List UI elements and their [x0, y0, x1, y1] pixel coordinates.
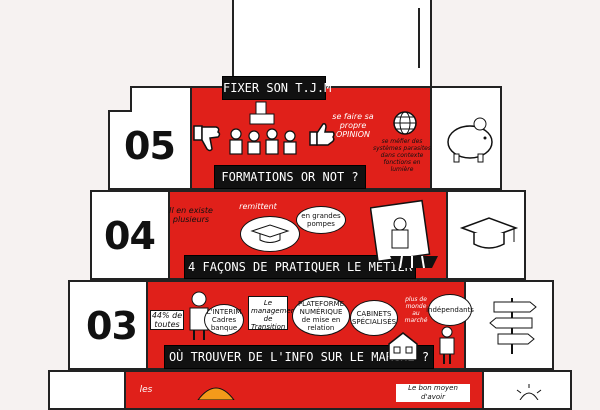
diploma-bubble	[240, 216, 300, 252]
thumbs-up-icon	[309, 123, 335, 146]
step-number-03: 03	[86, 304, 138, 348]
note-remittent: remittent	[239, 202, 277, 211]
globe-icon	[393, 111, 417, 135]
bubble-cabinets: CABINETS SPÉCIALISÉS	[350, 300, 398, 336]
note-plus-monde: plus de monde au marché	[404, 296, 428, 324]
person-standing-icon	[439, 326, 455, 364]
bubble-plateforme: PLATEFORME NUMÉRIQUE de mise en relation	[292, 296, 350, 336]
orange-circle-icon	[197, 387, 235, 400]
house-icon	[388, 332, 418, 361]
banner-step-04: 4 FAÇONS DE PRATIQUER LE MÉTIER	[184, 255, 416, 279]
step-number-05: 05	[124, 124, 176, 168]
stair-left-05	[108, 110, 192, 190]
bubble-grandes-pompes: en grandes pompes	[296, 206, 346, 234]
note-bottom-left: les	[139, 385, 153, 395]
thumbs-down-icon	[193, 125, 221, 152]
stair-left-04	[90, 190, 170, 280]
graduation-cap-icon	[250, 224, 290, 243]
note-percent: 44% de toutes	[150, 310, 184, 330]
signpost-icon	[489, 298, 537, 354]
graduation-cap-side-icon	[459, 217, 519, 249]
top-banner: FIXER SON T.J.M	[222, 76, 331, 100]
piggy-bank-icon	[447, 117, 493, 163]
bubble-interim: L'INTERIM Cadres banque	[204, 304, 244, 336]
note-exist: Il en existe plusieurs	[169, 206, 213, 224]
door-knob	[418, 8, 426, 68]
step-number-04: 04	[104, 214, 156, 258]
classroom-picture-icon	[370, 199, 438, 269]
note-bottom-right: Le bon moyen d'avoir	[396, 384, 470, 402]
management-card: Le management de Transition	[248, 296, 298, 331]
note-opinion: se faire sa propre OPINION	[332, 112, 374, 139]
audience-icon	[229, 101, 297, 155]
bubble-independants: indépendants	[426, 294, 474, 326]
lightbulb-icon	[516, 384, 542, 400]
note-dispersed: se méfier des systèmes parasites dans co…	[372, 138, 431, 173]
banner-step-05: FORMATIONS OR NOT ?	[214, 165, 366, 189]
